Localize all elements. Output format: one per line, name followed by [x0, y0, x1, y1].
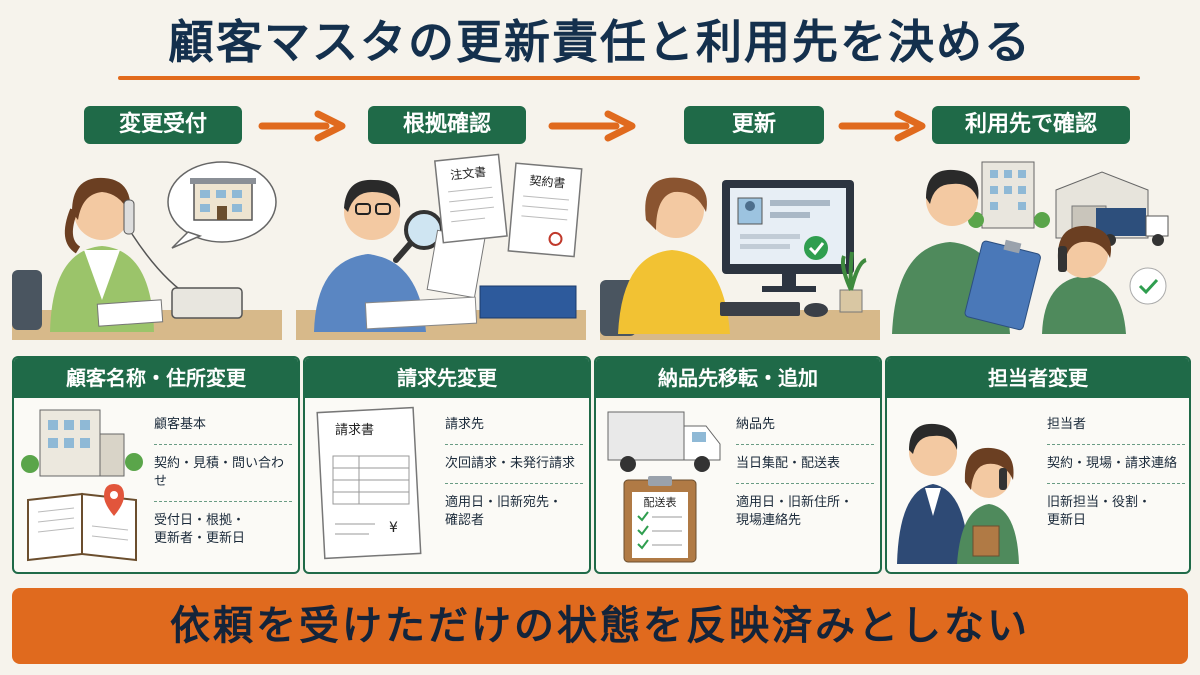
building-icon	[190, 178, 256, 221]
scene-destination-verify	[892, 161, 1169, 334]
contract-document-label: 契約書	[529, 172, 566, 190]
order-document: 注文書	[433, 153, 508, 244]
card-item: 当日集配・配送表	[736, 456, 841, 471]
card-item: 適用日・旧新住所・ 現場連絡先	[736, 495, 854, 528]
card-item: 契約・見積・問い合わせ	[154, 456, 285, 489]
map-pin-icon	[104, 484, 124, 516]
clipboard-icon: 配送表	[623, 476, 697, 563]
step-verify-at-destination: 利用先で確認	[932, 106, 1130, 144]
mouse-icon	[804, 303, 828, 317]
card-item: 請求先	[445, 417, 485, 432]
card-item: 担当者	[1047, 417, 1087, 432]
address-book-icon	[27, 492, 137, 562]
building-icon	[21, 409, 143, 477]
scene-phone-reception	[12, 161, 282, 340]
check-icon	[1129, 267, 1167, 305]
scene-computer-update	[600, 177, 880, 340]
truck-icon	[1096, 208, 1169, 246]
phone-icon	[1058, 246, 1067, 272]
contract-document: 契約書	[507, 162, 583, 258]
card-item: 旧新担当・役割・ 更新日	[1047, 495, 1152, 528]
bottom-banner: 依頼を受けただけの状態を反映済みとしない	[12, 588, 1188, 664]
card-art-handover	[897, 423, 1019, 564]
card-item: 納品先	[736, 417, 776, 432]
clipboard-icon	[964, 239, 1041, 331]
monitor-icon	[722, 180, 854, 292]
invoice-label: 請求書	[335, 423, 374, 438]
card-customer-name-address: 顧客名称・住所変更 顧客基本 契約・見積・問い合わせ 受付日・根拠・ 更新者・更…	[12, 356, 300, 574]
card-item: 受付日・根拠・ 更新者・更新日	[154, 513, 246, 546]
card-art-building-book	[21, 409, 143, 562]
card-art-truck-clipboard: 配送表	[607, 411, 721, 563]
person-man	[897, 484, 969, 564]
card-title: 担当者変更	[887, 358, 1189, 398]
card-art-invoice: 請求書 ¥	[316, 406, 422, 560]
card-item: 顧客基本	[154, 417, 207, 432]
delivery-sheet-label: 配送表	[644, 495, 677, 509]
card-item: 契約・現場・請求連絡	[1047, 456, 1178, 471]
page-title: 顧客マスタの更新責任と利用先を決める	[168, 15, 1032, 69]
card-title: 請求先変更	[305, 358, 589, 398]
arrow-right-icon	[838, 110, 926, 142]
scene-evidence-check: 注文書 契約書	[296, 153, 586, 340]
plant-icon	[840, 251, 867, 291]
keyboard-icon	[720, 302, 800, 316]
invoice-icon	[316, 406, 422, 560]
order-document-label: 注文書	[450, 164, 487, 183]
check-icon	[804, 236, 828, 260]
card-item: 次回請求・未発行請求	[445, 456, 576, 471]
phone-handset-icon	[123, 199, 135, 235]
step-update: 更新	[684, 106, 824, 144]
yen-mark: ¥	[389, 520, 398, 536]
desk-phone-icon	[171, 287, 243, 319]
card-delivery-move-add: 納品先移転・追加 配送表 納品先 当日集配・配送表 適用日・旧新住所・ 現場連絡…	[594, 356, 882, 574]
arrow-right-icon	[258, 110, 346, 142]
step-evidence-check: 根拠確認	[368, 106, 526, 144]
arrow-right-icon	[548, 110, 636, 142]
truck-icon	[607, 411, 721, 472]
title-underline	[118, 76, 1140, 80]
card-title: 納品先移転・追加	[596, 358, 880, 398]
phone-icon	[999, 468, 1007, 490]
card-item: 適用日・旧新宛先・ 確認者	[445, 495, 563, 528]
card-billing-change: 請求先変更 請求書 ¥ 請求先 次回請求・未発行請求 適用日・旧新宛先・ 確認者	[303, 356, 591, 574]
office-building-icon	[968, 161, 1050, 229]
card-contact-change: 担当者変更 担当者 契約・現場・請求連絡 旧新担当・役割・ 更新日	[885, 356, 1191, 574]
step-change-intake: 変更受付	[84, 106, 242, 144]
binder-icon	[479, 285, 577, 319]
card-title: 顧客名称・住所変更	[14, 358, 298, 398]
